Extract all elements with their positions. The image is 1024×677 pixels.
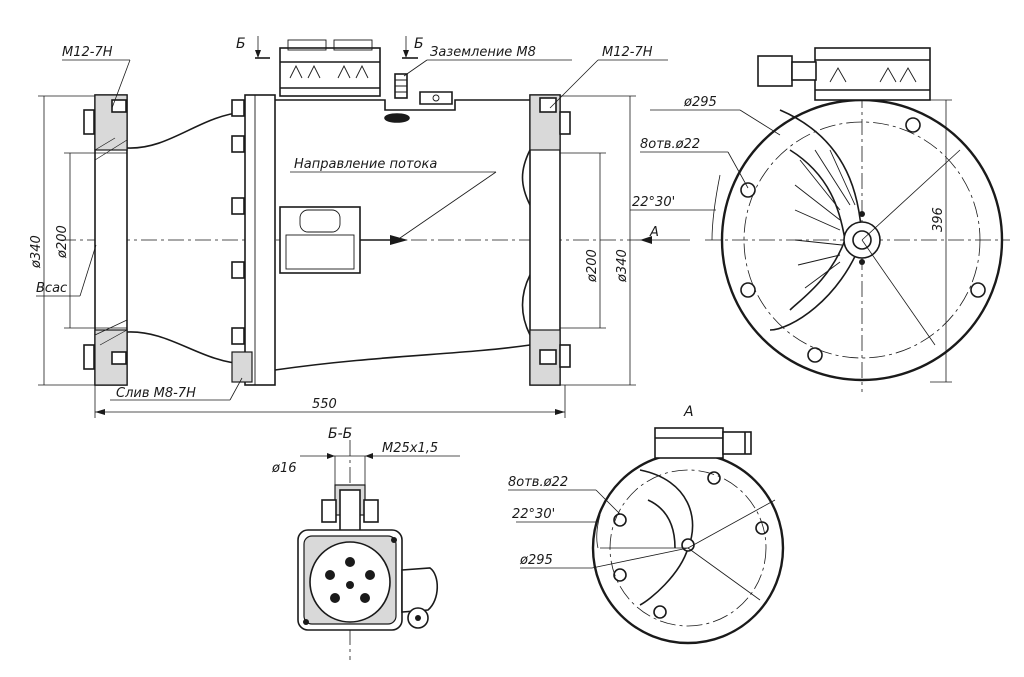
label-grounding: Заземление M8 [430, 45, 536, 60]
label-dia-340-right: ø340 [615, 249, 630, 283]
view-a [508, 427, 785, 645]
label-thread-left: M12-7H [62, 45, 113, 60]
view-a-terminal-box [654, 427, 724, 459]
label-drain: Слив M8-7H [116, 386, 196, 401]
label-flow-direction: Направление потока [294, 157, 437, 172]
section-side-lug [401, 567, 439, 613]
section-view [297, 440, 460, 660]
label-thread-right: M12-7H [602, 45, 653, 60]
front-view [36, 36, 690, 418]
labels: M12-7H M12-7H Б Б Заземление M8 Направле… [29, 36, 946, 568]
label-suction: Всас [36, 281, 67, 296]
label-dia-295-top: ø295 [683, 95, 717, 110]
label-thread-m25: M25x1,5 [382, 441, 438, 456]
left-nut-top [111, 99, 127, 113]
label-dia-200-left: ø200 [55, 225, 70, 259]
main-flange [244, 94, 276, 386]
end-bolt-holes [740, 117, 986, 363]
label-height-396: 396 [931, 207, 946, 232]
left-nut-bottom [111, 351, 127, 365]
view-a-inner-profile [639, 469, 694, 606]
main-flange-bolts [231, 99, 253, 383]
impeller-profile [769, 109, 863, 331]
left-bolt-bottom [83, 344, 95, 370]
label-length: 550 [312, 397, 337, 412]
label-section-mark-2: Б [414, 36, 424, 52]
label-angle-bottom: 22°30' [512, 507, 555, 522]
label-view-arrow-a: A [649, 225, 659, 240]
end-terminal-box [814, 47, 931, 101]
view-a-arrow-icon [640, 236, 652, 244]
impeller-blades [794, 149, 856, 289]
label-angle-top: 22°30' [632, 195, 675, 210]
section-pins [325, 557, 375, 603]
body-top [275, 99, 544, 151]
label-dia-200-right: ø200 [585, 249, 600, 283]
label-section-title: Б-Б [328, 426, 352, 442]
body-bottom [274, 344, 531, 371]
grounding-lug [419, 91, 453, 105]
left-pipe-bottom [126, 331, 246, 365]
left-pipe-top [126, 111, 246, 149]
end-view [630, 47, 1010, 392]
label-dia-340-left: ø340 [29, 235, 44, 269]
label-section-mark-1: Б [236, 36, 246, 52]
left-flange-hatching [94, 137, 128, 346]
label-dia-295-bottom: ø295 [519, 553, 553, 568]
flow-arrow-icon [390, 235, 408, 245]
label-holes-top: 8отв.ø22 [640, 137, 700, 152]
label-dia-16: ø16 [271, 461, 297, 476]
left-bolt-top [83, 109, 95, 135]
label-view-a-title: A [683, 404, 694, 420]
end-cable-gland [757, 55, 793, 87]
nameplate [279, 206, 361, 274]
label-holes-bottom: 8отв.ø22 [508, 475, 568, 490]
view-a-bolt-holes [613, 471, 769, 619]
